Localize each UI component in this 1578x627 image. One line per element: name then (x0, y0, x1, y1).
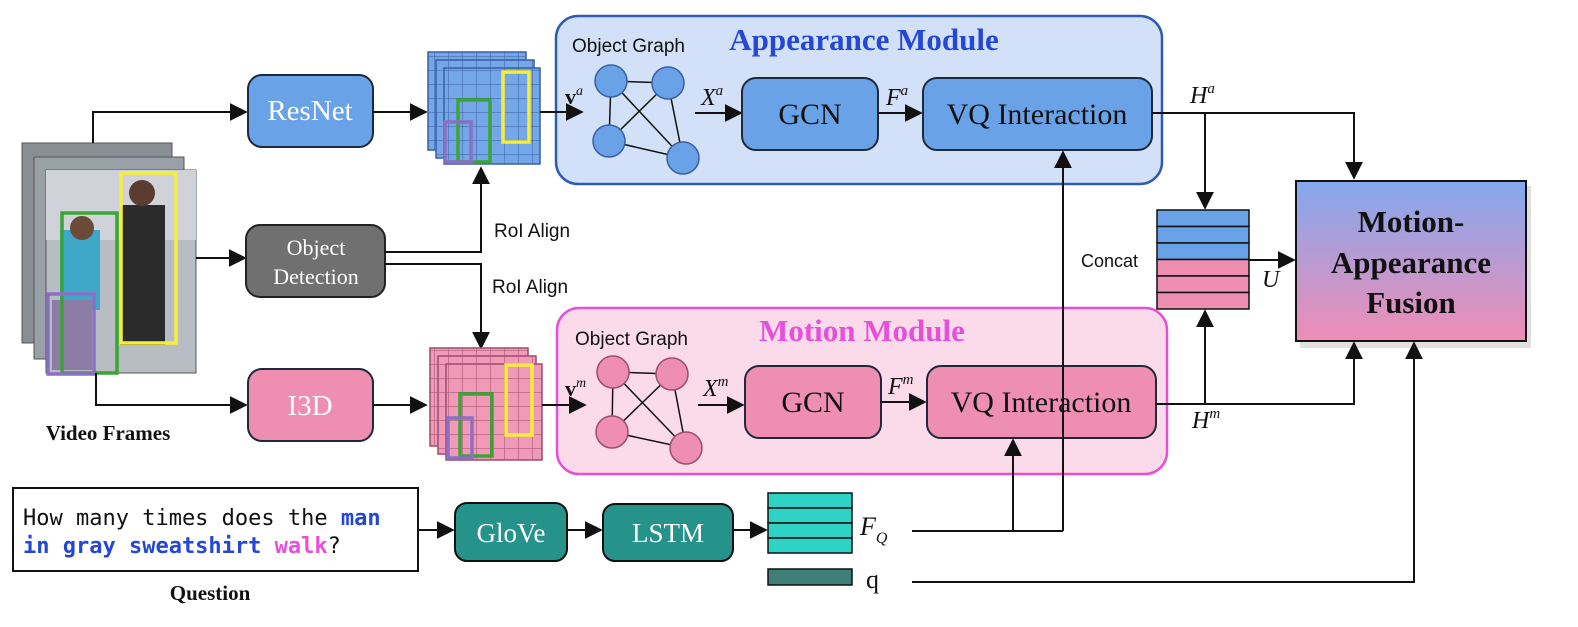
concat-label: Concat (1081, 251, 1138, 271)
glove-label: GloVe (477, 518, 546, 548)
fq-feature-stack (767, 492, 853, 554)
concat-feature-stack (1156, 209, 1250, 310)
motion-gcn-label: GCN (781, 386, 844, 419)
lstm-label: LSTM (632, 518, 704, 548)
motion-f-label: Fm (887, 372, 914, 400)
detection-to-appearance-roi-arrow (385, 166, 490, 253)
i3d-label: I3D (287, 390, 332, 422)
motion-appearance-fusion-box (1295, 180, 1527, 342)
appearance-v-label: va (565, 84, 583, 109)
appearance-x-label: Xa (700, 83, 723, 111)
u-label: U (1262, 267, 1281, 293)
question-box (12, 487, 419, 572)
question-text-line1: How many times does the man (23, 506, 381, 531)
appearance-module-title: Appearance Module (729, 22, 999, 57)
fusion-label-line1: Motion- (1358, 204, 1465, 239)
appearance-vq-interaction-label: VQ Interaction (947, 98, 1128, 131)
motion-x-label: Xm (702, 374, 729, 402)
object-detection-label-line1: Object (287, 235, 346, 260)
roi-align-bottom-label: RoI Align (492, 277, 568, 298)
motion-object-graph (595, 355, 703, 465)
glove-box (454, 502, 568, 562)
resnet-label: ResNet (267, 95, 352, 127)
ha-label: Ha (1189, 81, 1215, 109)
video-frames-image (21, 142, 197, 376)
hm-to-fusion-arrow (1156, 341, 1363, 405)
motion-module-title: Motion Module (759, 313, 965, 348)
motion-v-label: vm (565, 376, 586, 401)
appearance-f-label: Fa (885, 83, 908, 111)
appearance-gcn-label: GCN (778, 98, 841, 131)
detection-to-motion-roi-arrow (385, 263, 490, 350)
object-detection-box (245, 224, 386, 298)
appearance-object-graph-label: Object Graph (572, 36, 685, 57)
motion-feature-maps (429, 347, 543, 461)
motion-vq-interaction-box (926, 365, 1157, 439)
ha-to-fusion-arrow (1152, 112, 1363, 180)
appearance-feature-maps (427, 51, 541, 165)
roi-align-top-label: RoI Align (494, 221, 570, 242)
fusion-label-line3: Fusion (1366, 285, 1456, 320)
hm-label: Hm (1191, 406, 1220, 434)
q-to-fusion-arrow (912, 341, 1423, 583)
q-vector (767, 568, 853, 586)
lstm-box (602, 503, 734, 562)
question-label: Question (170, 581, 251, 605)
motion-object-graph-label: Object Graph (575, 329, 688, 350)
object-detection-label-line2: Detection (273, 264, 359, 289)
frames-to-i3d-arrow (95, 373, 248, 414)
video-frames-label: Video Frames (46, 421, 171, 445)
frames-to-resnet-arrow (92, 103, 248, 143)
fusion-label-line2: Appearance (1331, 245, 1491, 280)
q-label: q (866, 565, 879, 594)
question-text-line2: in gray sweatshirt walk? (23, 534, 341, 559)
fq-label: FQ (859, 512, 888, 547)
motion-vq-interaction-label: VQ Interaction (951, 386, 1132, 419)
appearance-object-graph (592, 64, 700, 175)
